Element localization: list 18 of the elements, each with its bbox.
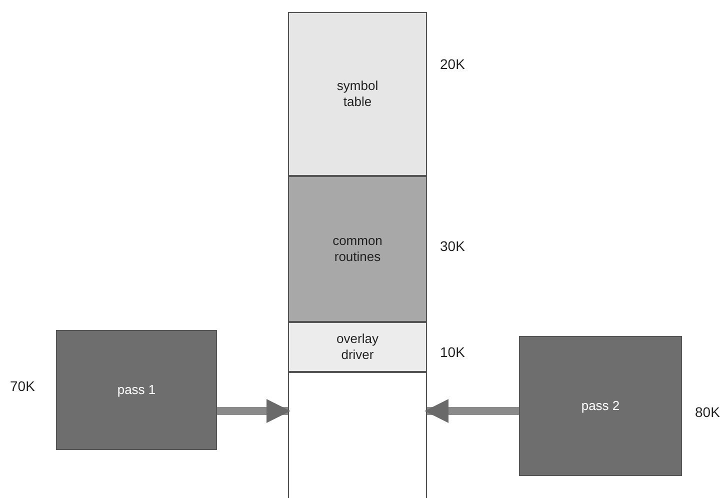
- node-label: pass 1: [116, 382, 157, 398]
- memory-segment: [288, 176, 427, 322]
- node-label: common routines: [332, 232, 384, 266]
- pass-box: [519, 336, 682, 476]
- size-label: 10K: [440, 343, 465, 362]
- size-label: 70K: [10, 377, 35, 396]
- pass-box: [56, 330, 217, 450]
- size-label: 20K: [440, 55, 465, 74]
- free-memory-region: [288, 372, 427, 498]
- size-label: 30K: [440, 237, 465, 256]
- node-label: overlay driver: [336, 330, 380, 364]
- size-label: 80K: [695, 403, 720, 422]
- node-label: pass 2: [580, 398, 621, 414]
- arrow: [217, 399, 290, 423]
- node-label: symbol table: [336, 78, 380, 110]
- memory-segment: [288, 12, 427, 176]
- memory-segment: [288, 322, 427, 372]
- arrow: [424, 399, 519, 423]
